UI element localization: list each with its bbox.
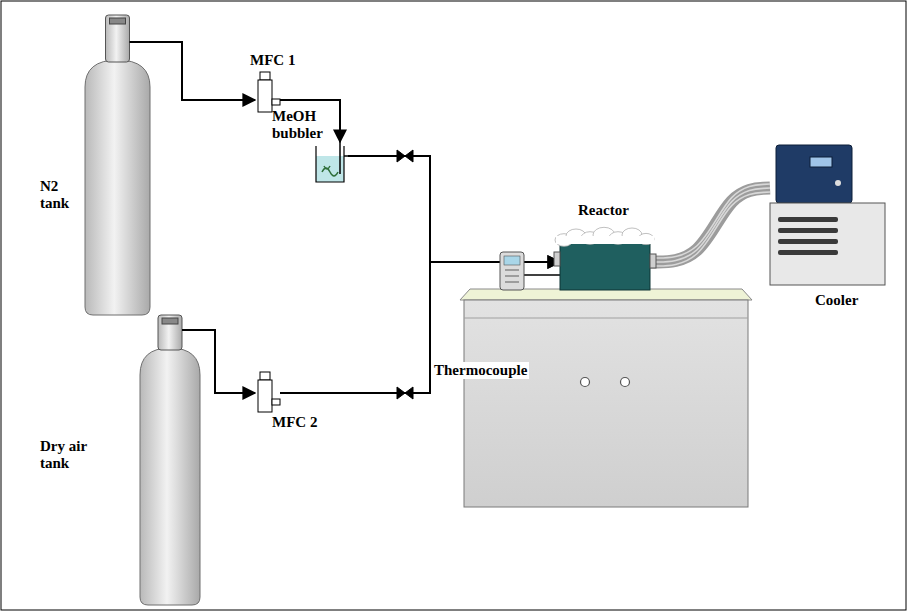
meter-body <box>500 252 524 290</box>
equipment-label: MeOH bubbler <box>272 108 334 142</box>
outlet-pipe <box>182 329 200 331</box>
edge-group <box>280 262 560 393</box>
thermocouple-meter: Thermocouple <box>500 252 524 290</box>
gas-line <box>280 262 560 393</box>
meter-display <box>504 256 520 265</box>
meter-keys <box>505 281 519 283</box>
edge-group <box>150 42 255 100</box>
cabinet <box>460 289 752 507</box>
bubbler-vessel-outline <box>312 142 348 182</box>
mfc-body <box>258 80 272 112</box>
cooler-bath <box>770 203 885 285</box>
meter-keys <box>505 269 519 271</box>
cooler-vent <box>778 250 838 255</box>
valve-cap <box>162 318 178 324</box>
cooler-vent <box>778 239 838 244</box>
tube-highlight <box>650 184 770 258</box>
cooler-vent <box>778 217 838 222</box>
gas-line <box>348 156 560 262</box>
gas-line <box>200 330 255 393</box>
gas-cylinder: Dry air tank <box>140 315 200 605</box>
gas-line <box>524 274 560 276</box>
mass-flow-controller-outline <box>255 372 280 412</box>
gas-cylinder: N2 tank <box>85 15 150 315</box>
mass-flow-controller-outline <box>255 72 280 112</box>
equipment-label: MFC 1 <box>250 52 295 69</box>
cylinder-valve <box>106 15 130 62</box>
outlet-port <box>650 254 656 268</box>
cooler-controller <box>776 145 852 203</box>
edge-group <box>200 330 255 393</box>
mfc-head <box>260 72 270 80</box>
edge-group <box>348 156 560 262</box>
equipment-label: Cooler <box>815 292 858 309</box>
ice-cover <box>555 227 654 246</box>
reactor-box-outline <box>560 240 650 290</box>
cylinder-body <box>85 60 150 315</box>
outlet-pipe <box>130 41 151 43</box>
reactor-box: Reactor <box>560 240 650 290</box>
cooler-vent <box>778 228 838 233</box>
cooler-unit-outline <box>770 145 885 285</box>
cylinder-body <box>140 348 200 605</box>
thermocouple-meter-outline <box>500 252 524 290</box>
cylinder-valve <box>158 315 182 350</box>
mfc-body <box>258 380 272 412</box>
inlet-port <box>554 252 560 266</box>
cooler-button <box>835 180 841 186</box>
equipment-label: Reactor <box>578 202 629 219</box>
mass-flow-controller: MFC 1 <box>255 72 280 112</box>
edge-group <box>524 275 560 276</box>
coolant-tubes <box>650 188 770 262</box>
mfc-port <box>272 399 280 405</box>
stirrer-icon <box>322 166 338 176</box>
cooler-unit: Cooler <box>770 145 885 285</box>
cooler-display <box>810 157 832 167</box>
edge-group <box>650 184 770 266</box>
reactor-body <box>560 240 650 290</box>
equipment-label: MFC 2 <box>272 414 317 431</box>
dip-tube <box>339 142 341 174</box>
mfc-port <box>272 99 280 105</box>
bubbler-vessel: MeOH bubbler <box>312 142 348 182</box>
tube-highlight <box>650 188 770 262</box>
mfc-head <box>260 372 270 380</box>
gas-cylinder-outline <box>140 315 200 605</box>
valve-cap <box>110 18 126 24</box>
mass-flow-controller: MFC 2 <box>255 372 280 412</box>
tube-highlight <box>650 192 770 266</box>
gas-cylinder-outline <box>85 15 150 315</box>
equipment-label: Dry air tank <box>40 438 102 472</box>
equipment-label: Thermocouple <box>432 362 529 379</box>
gas-line <box>150 42 255 100</box>
outlet-pipe <box>344 155 348 157</box>
meter-keys <box>505 275 519 277</box>
equipment-label: N2 tank <box>40 178 82 212</box>
